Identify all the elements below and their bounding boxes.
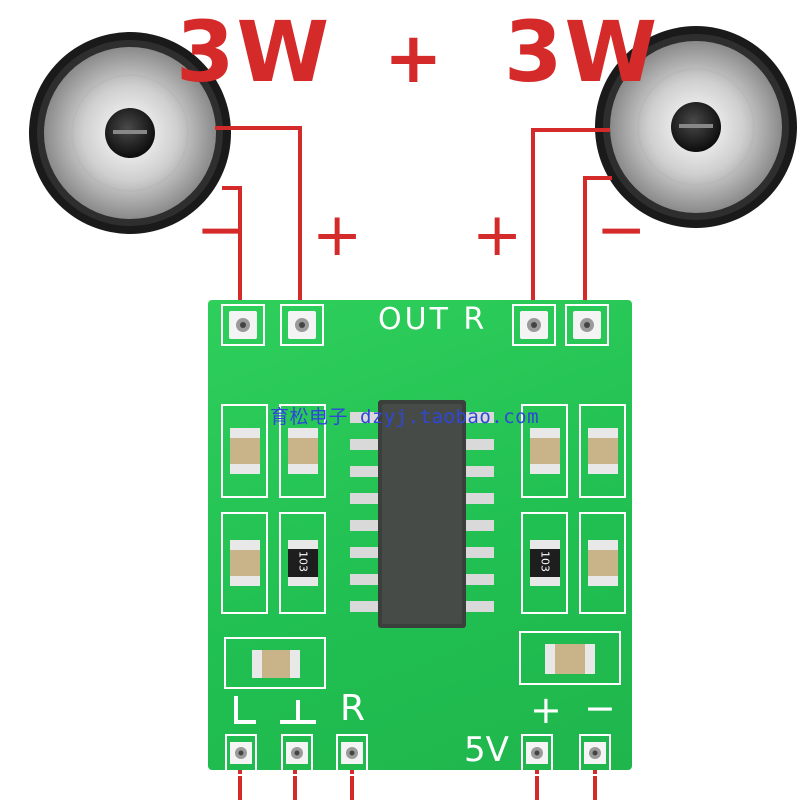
left-input-silk-symbols [234,696,316,724]
power-pad-minus [579,734,611,776]
right-speaker-plus-wire [531,128,610,335]
resistor-code-2: 103 [538,551,552,572]
input-pad-gnd [281,734,313,776]
input-silkscreen: R [340,688,366,729]
resistor-code-1: 103 [296,551,310,572]
left-speaker-minus-label: − [196,195,247,265]
smd-cap-7 [252,650,300,678]
smd-cap-5 [230,540,260,586]
seller-watermark: 育松电子 dzyj.taobao.com [270,406,540,428]
input-pad-r [336,734,368,776]
right-speaker-plus-label: + [472,200,523,270]
plus-sign: + [384,17,445,99]
input-pad-l [225,734,257,776]
left-speaker-plus-wire [215,126,302,335]
smd-cap-6 [588,540,618,586]
right-speaker-minus-label: − [596,195,647,265]
output-pad-l-minus [229,311,257,339]
output-pad-l-plus [288,311,316,339]
output-pad-r-minus [573,311,601,339]
right-power-rating: 3W [504,3,660,101]
left-speaker [29,32,231,234]
smd-resistor-2 [530,540,560,586]
power-plus-silkscreen: + [530,688,562,732]
power-silkscreen: 5V [464,730,509,770]
smd-cap-2 [288,428,318,474]
left-speaker-plus-label: + [312,200,363,270]
output-silkscreen: OUT R [378,302,488,337]
left-speaker-minus-wire [222,186,242,335]
smd-resistor-1 [288,540,318,586]
smd-cap-1 [230,428,260,474]
right-speaker-minus-wire [583,176,612,335]
output-pad-outlines [221,304,626,689]
smd-cap-8 [545,644,595,674]
power-minus-silkscreen: − [584,686,616,730]
amplifier-ic [378,400,466,628]
amplifier-ic-pins [350,412,494,612]
right-speaker [595,26,797,228]
smd-cap-3 [530,428,560,474]
output-pad-r-plus [520,311,548,339]
smd-cap-4 [588,428,618,474]
power-pad-plus [521,734,553,776]
left-power-rating: 3W [176,3,332,101]
